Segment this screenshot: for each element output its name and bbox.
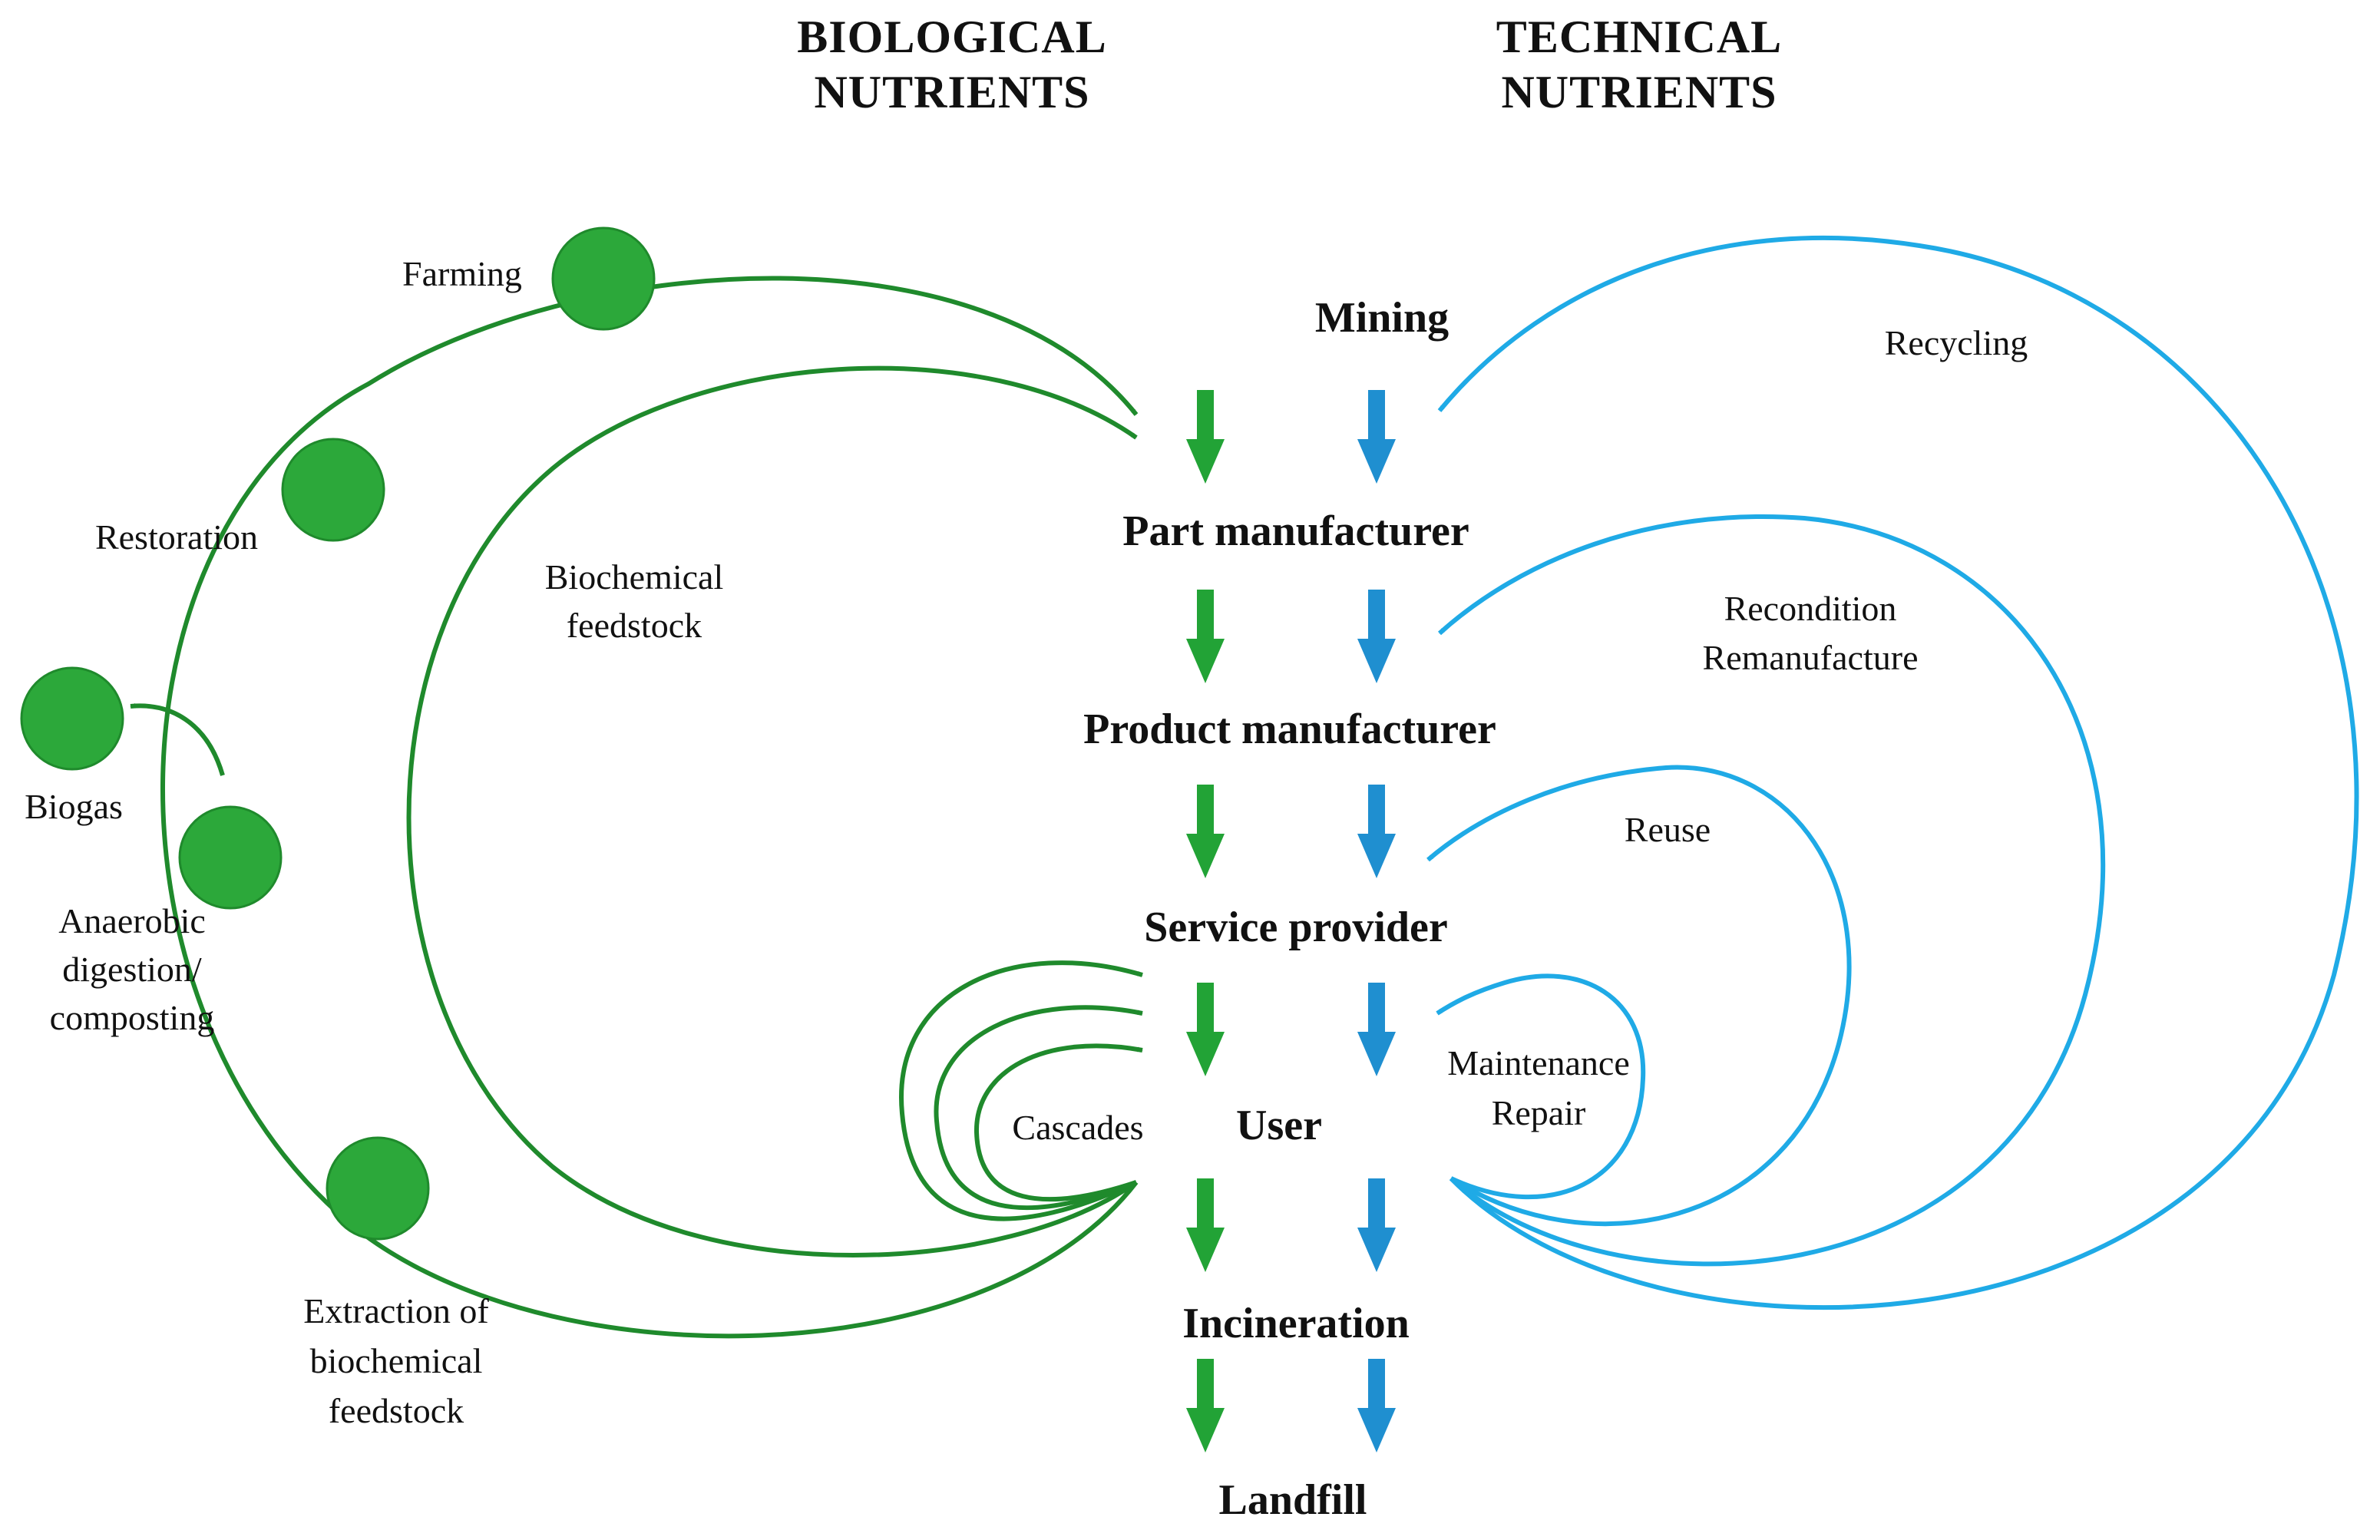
recondition-loop: [1437, 514, 2106, 1267]
repair-label: Repair: [1492, 1093, 1586, 1132]
biogas-node: [20, 666, 124, 771]
outer-biological-loop: [160, 276, 1139, 1339]
biological-header-line1: BIOLOGICAL: [797, 12, 1106, 62]
stage-part-manufacturer: Part manufacturer: [1122, 507, 1469, 555]
recycling-label: Recycling: [1885, 323, 2028, 362]
down-arrow-tech-3: [1357, 785, 1396, 878]
stage-service-provider: Service provider: [1144, 904, 1448, 951]
down-arrow-tech-2: [1357, 590, 1396, 683]
stage-mining: Mining: [1315, 294, 1449, 342]
down-arrow-bio-1: [1186, 390, 1225, 484]
technical-header-line1: TECHNICAL: [1496, 12, 1782, 62]
cascade-loop-inner: [973, 1043, 1143, 1202]
recycling-loop: [1437, 235, 2359, 1310]
reuse-loop: [1426, 765, 1852, 1227]
cascades-label: Cascades: [1012, 1108, 1143, 1147]
extraction-label-line2: biochemical: [310, 1341, 483, 1380]
biogas-label: Biogas: [25, 787, 123, 826]
cascade-loop-middle: [934, 1005, 1143, 1211]
reuse-label: Reuse: [1625, 810, 1711, 849]
restoration-label: Restoration: [95, 517, 258, 557]
down-arrow-tech-1: [1357, 390, 1396, 484]
anaerobic-digestion-node: [178, 805, 283, 910]
farming-node: [551, 226, 656, 331]
anaerobic-label-line1: Anaerobic: [58, 901, 206, 940]
down-arrow-tech-5: [1357, 1178, 1396, 1272]
stage-incineration: Incineration: [1182, 1300, 1410, 1347]
down-arrow-bio-6: [1186, 1359, 1225, 1452]
extraction-node: [326, 1136, 430, 1241]
down-arrow-bio-5: [1186, 1178, 1225, 1272]
farming-label: Farming: [402, 254, 522, 293]
biological-header-line2: NUTRIENTS: [814, 67, 1089, 117]
remanufacture-label: Remanufacture: [1703, 638, 1919, 677]
stage-product-manufacturer: Product manufacturer: [1083, 706, 1496, 753]
feedstock-label-line2: feedstock: [567, 606, 702, 645]
anaerobic-label-line3: composting: [50, 998, 215, 1037]
stage-landfill: Landfill: [1219, 1476, 1367, 1524]
stage-user: User: [1236, 1102, 1322, 1149]
down-arrow-tech-6: [1357, 1359, 1396, 1452]
maintenance-label: Maintenance: [1447, 1043, 1630, 1082]
biochemical-feedstock-loop: [406, 365, 1138, 1257]
feedstock-label-line1: Biochemical: [545, 557, 723, 597]
down-arrow-bio-2: [1186, 590, 1225, 683]
down-arrow-tech-4: [1357, 983, 1396, 1076]
biogas-branch-arrow: [130, 702, 225, 776]
cascade-loop-outer: [899, 960, 1143, 1221]
biological-loops: [130, 276, 1143, 1339]
anaerobic-label-line2: digestion/: [62, 950, 202, 989]
technical-loops: [1426, 235, 2359, 1310]
technical-header-line2: NUTRIENTS: [1501, 67, 1777, 117]
restoration-node: [281, 438, 385, 542]
down-arrow-bio-4: [1186, 983, 1225, 1076]
extraction-label-line3: feedstock: [329, 1391, 464, 1430]
extraction-label-line1: Extraction of: [303, 1291, 489, 1330]
biological-nodes: [20, 226, 656, 1241]
recondition-label: Recondition: [1724, 589, 1897, 628]
down-arrow-bio-3: [1186, 785, 1225, 878]
maintenance-loop: [1436, 973, 1646, 1200]
